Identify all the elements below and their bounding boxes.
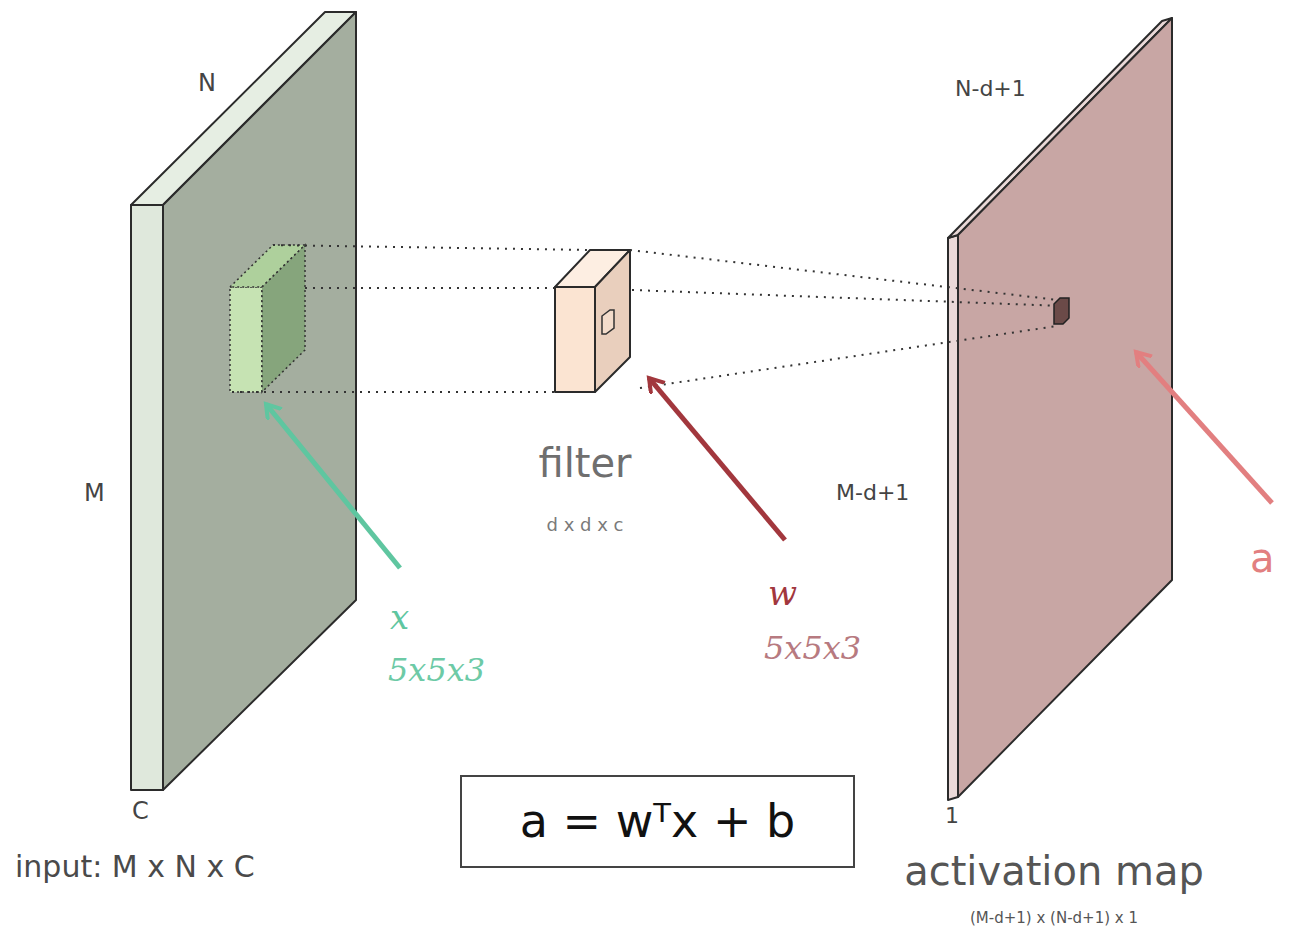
map-front: [958, 18, 1172, 797]
callout-arrow: [1136, 352, 1272, 503]
vector-shape: 5x5x3: [764, 630, 861, 667]
projection-line: [640, 326, 1057, 388]
callout-arrow: [649, 378, 785, 540]
slab-front: [163, 12, 356, 790]
dimension-label: C: [132, 798, 149, 826]
vector-shape: 5x5x3: [388, 652, 485, 689]
projection-line: [232, 391, 555, 393]
activation-map: activation map (M-d+1) x (N-d+1) x 1: [825, 8, 1283, 938]
projection-line: [630, 250, 1058, 300]
output-cell: [1054, 298, 1069, 324]
input-volume: input: M x N x C: [10, 5, 370, 905]
dimension-label: M-d+1: [836, 480, 909, 505]
formula-box: a = wᵀx + b: [460, 775, 855, 868]
projection-line: [273, 245, 590, 250]
projection-line: [632, 290, 1064, 306]
dimension-label: 1: [945, 803, 959, 828]
dimension-label: N-d+1: [955, 76, 1026, 101]
activation-map-outline: [825, 8, 1283, 938]
input-volume-outline: [10, 5, 370, 905]
patch-front: [230, 287, 262, 392]
filter-mark: [602, 310, 614, 334]
filter-box-outline: [505, 240, 665, 550]
patch-side: [262, 245, 305, 392]
filter-side: [595, 250, 630, 392]
formula: a = wᵀx + b: [462, 795, 853, 848]
patch-top: [230, 245, 305, 287]
filter-title: filter: [505, 440, 665, 486]
vector-name: w: [768, 574, 797, 613]
vector-name: x: [390, 598, 409, 637]
map-caption: activation map: [825, 848, 1283, 894]
map-side: [948, 235, 958, 800]
dimension-label: M: [84, 480, 105, 508]
filter-size: d x d x c: [505, 515, 665, 536]
filter-box: filter d x d x c: [505, 240, 665, 550]
callout-arrow: [266, 404, 400, 568]
projection-line: [305, 287, 555, 289]
dimension-label: N: [198, 70, 216, 98]
slab-side: [131, 205, 163, 790]
map-size: (M-d+1) x (N-d+1) x 1: [825, 910, 1283, 927]
filter-front: [555, 287, 595, 392]
vector-name: a: [1250, 535, 1275, 581]
volume-caption: input: M x N x C: [15, 850, 255, 885]
